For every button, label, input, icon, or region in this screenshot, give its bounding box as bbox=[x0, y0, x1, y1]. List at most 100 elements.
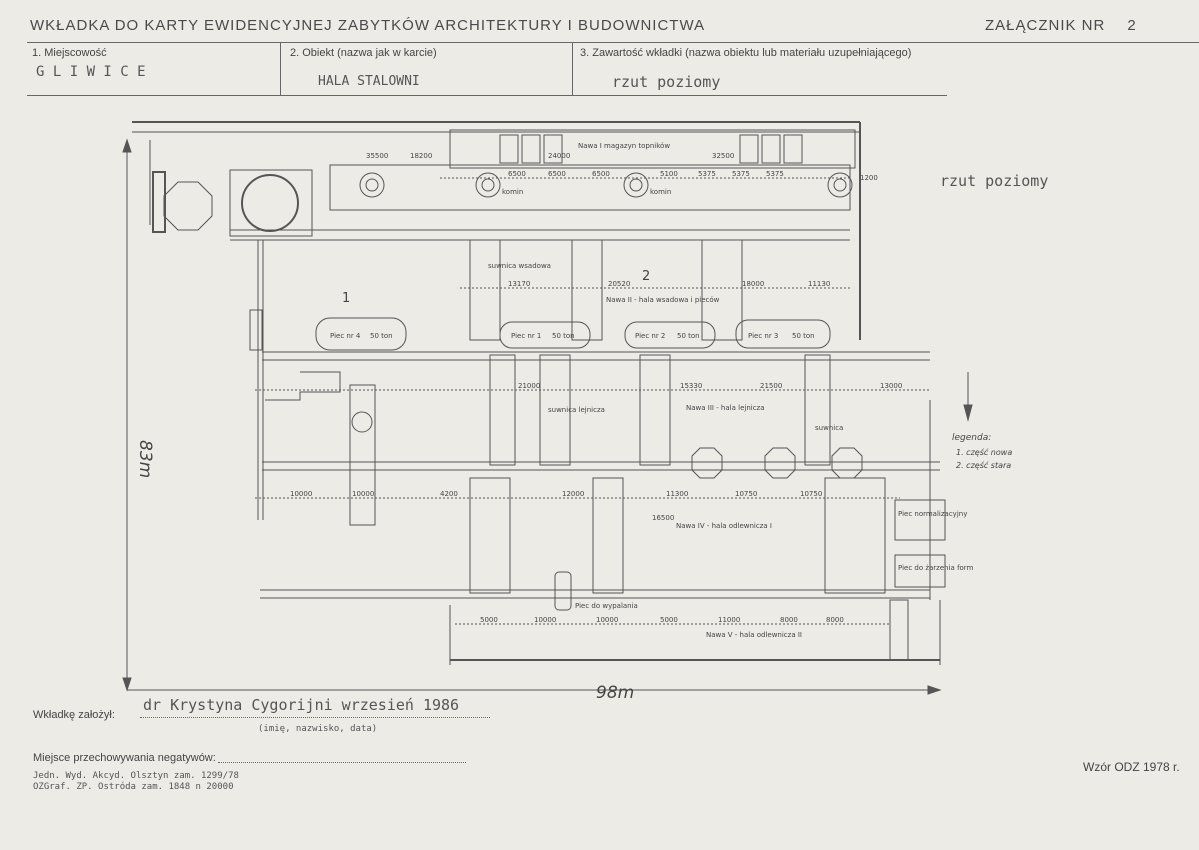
height-arrow-top bbox=[122, 138, 132, 153]
chimney-core bbox=[365, 178, 379, 192]
chimney-core bbox=[481, 178, 495, 192]
svg-text:20520: 20520 bbox=[608, 280, 630, 288]
dims-row-6: 5000 10000 10000 5000 11000 8000 8000 bbox=[480, 616, 844, 624]
svg-text:11130: 11130 bbox=[808, 280, 830, 288]
svg-text:10000: 10000 bbox=[596, 616, 618, 624]
furnace-1-label: Piec nr 1 bbox=[511, 332, 541, 340]
storage-bin bbox=[739, 134, 759, 164]
svg-text:6500: 6500 bbox=[508, 170, 526, 178]
svg-text:18200: 18200 bbox=[410, 152, 432, 160]
chimney-ring bbox=[475, 172, 501, 198]
chimney-label: komin bbox=[502, 188, 523, 196]
height-arrow-bottom bbox=[122, 677, 132, 692]
svg-text:5375: 5375 bbox=[732, 170, 750, 178]
furnace-old-capacity: 50 ton bbox=[370, 332, 393, 340]
nave-1-label: Nawa I magazyn topników bbox=[578, 142, 670, 150]
nave-3-label: Nawa III - hala lejnicza bbox=[686, 404, 765, 412]
crane-charging-3 bbox=[701, 239, 743, 341]
crane-charging-1 bbox=[469, 239, 501, 341]
legend-item-2: 2. część stara bbox=[956, 460, 1011, 470]
mould-furnace bbox=[554, 571, 572, 611]
svg-text:24000: 24000 bbox=[548, 152, 570, 160]
crane-pouring-3 bbox=[639, 354, 671, 466]
locality-value: G L I W I C E bbox=[36, 64, 146, 80]
svg-text:11000: 11000 bbox=[718, 616, 740, 624]
document-title: WKŁADKA DO KARTY EWIDENCYJNEJ ZABYTKÓW A… bbox=[30, 17, 706, 34]
svg-text:6500: 6500 bbox=[592, 170, 610, 178]
octagonal-tank bbox=[163, 181, 213, 231]
content-value: rzut poziomy bbox=[612, 73, 721, 91]
form-code: Wzór ODZ 1978 r. bbox=[1083, 760, 1180, 774]
field-divider-2 bbox=[572, 42, 573, 95]
svg-text:35500: 35500 bbox=[366, 152, 388, 160]
charging-ramp bbox=[265, 371, 341, 401]
svg-text:5375: 5375 bbox=[766, 170, 784, 178]
annealing-furnace-label: Piec do żarzenia form bbox=[898, 564, 974, 572]
drawing-side-label: rzut poziomy bbox=[940, 172, 1049, 190]
author-dotted-line bbox=[140, 717, 490, 718]
ladle-track bbox=[349, 384, 376, 526]
svg-text:6500: 6500 bbox=[548, 170, 566, 178]
furnace-2-capacity: 50 ton bbox=[677, 332, 700, 340]
dims-row-4: 21000 15330 21500 13000 bbox=[518, 382, 902, 390]
svg-text:10000: 10000 bbox=[290, 490, 312, 498]
svg-text:21000: 21000 bbox=[518, 382, 540, 390]
svg-text:16500: 16500 bbox=[652, 514, 674, 522]
svg-text:13170: 13170 bbox=[508, 280, 530, 288]
chimney-label: komin bbox=[650, 188, 671, 196]
svg-text:12000: 12000 bbox=[562, 490, 584, 498]
svg-text:13000: 13000 bbox=[880, 382, 902, 390]
normalization-furnace bbox=[894, 499, 946, 541]
marker-2: 2 bbox=[642, 269, 650, 284]
furnace-old bbox=[315, 317, 407, 351]
width-arrow-right bbox=[927, 685, 942, 695]
annex-label: ZAŁĄCZNIK NR bbox=[985, 17, 1106, 34]
svg-text:5100: 5100 bbox=[660, 170, 678, 178]
chimney-row bbox=[329, 164, 851, 211]
dims-top: 6500 6500 6500 5100 5375 5375 5375 bbox=[508, 170, 784, 178]
right-stair bbox=[889, 599, 909, 661]
annealing-furnace bbox=[894, 554, 946, 588]
chimney-ring bbox=[359, 172, 385, 198]
width-dimension-label: 98m bbox=[596, 683, 634, 703]
header-rule-bottom bbox=[27, 95, 947, 96]
round-tank bbox=[241, 174, 299, 232]
crane-charging-2 bbox=[571, 239, 603, 341]
crane-casting-2 bbox=[592, 477, 624, 594]
furnace-old-label: Piec nr 4 bbox=[330, 332, 361, 340]
crane-pouring-2 bbox=[539, 354, 571, 466]
column-octagon bbox=[691, 447, 723, 479]
svg-text:4200: 4200 bbox=[440, 490, 458, 498]
chimney-core bbox=[629, 178, 643, 192]
crane-casting-3 bbox=[824, 477, 886, 594]
svg-text:5000: 5000 bbox=[660, 616, 678, 624]
stair-left bbox=[249, 309, 263, 351]
nave-5-label: Nawa V - hala odlewnicza II bbox=[706, 631, 802, 639]
furnace-3-capacity: 50 ton bbox=[792, 332, 815, 340]
chimney-core bbox=[833, 178, 847, 192]
svg-text:21500: 21500 bbox=[760, 382, 782, 390]
header-rule-top bbox=[27, 42, 1199, 43]
furnace-2 bbox=[624, 321, 716, 349]
normalization-furnace-label: Piec normalizacyjny bbox=[898, 510, 967, 518]
crane-casting-1 bbox=[469, 477, 511, 594]
negatives-label: Miejsce przechowywania negatywów: bbox=[33, 752, 216, 764]
object-label: 2. Obiekt (nazwa jak w karcie) bbox=[290, 47, 437, 59]
furnace-2-label: Piec nr 2 bbox=[635, 332, 665, 340]
chimney-ring bbox=[623, 172, 649, 198]
storage-bin bbox=[499, 134, 519, 164]
svg-text:11300: 11300 bbox=[666, 490, 688, 498]
furnace-1-capacity: 50 ton bbox=[552, 332, 575, 340]
author-hint: (imię, nazwisko, data) bbox=[258, 724, 378, 734]
svg-text:10000: 10000 bbox=[534, 616, 556, 624]
storage-bin bbox=[783, 134, 803, 164]
crane-label: suwnica bbox=[815, 424, 843, 432]
north-arrow-head bbox=[963, 404, 973, 422]
nave-1-storage bbox=[449, 129, 856, 169]
object-value: HALA STALOWNI bbox=[318, 74, 420, 89]
height-dimension-label: 83m bbox=[135, 440, 155, 478]
dims-row-5: 10000 10000 4200 12000 11300 10750 10750 bbox=[290, 490, 822, 498]
legend-title: legenda: bbox=[952, 433, 991, 443]
